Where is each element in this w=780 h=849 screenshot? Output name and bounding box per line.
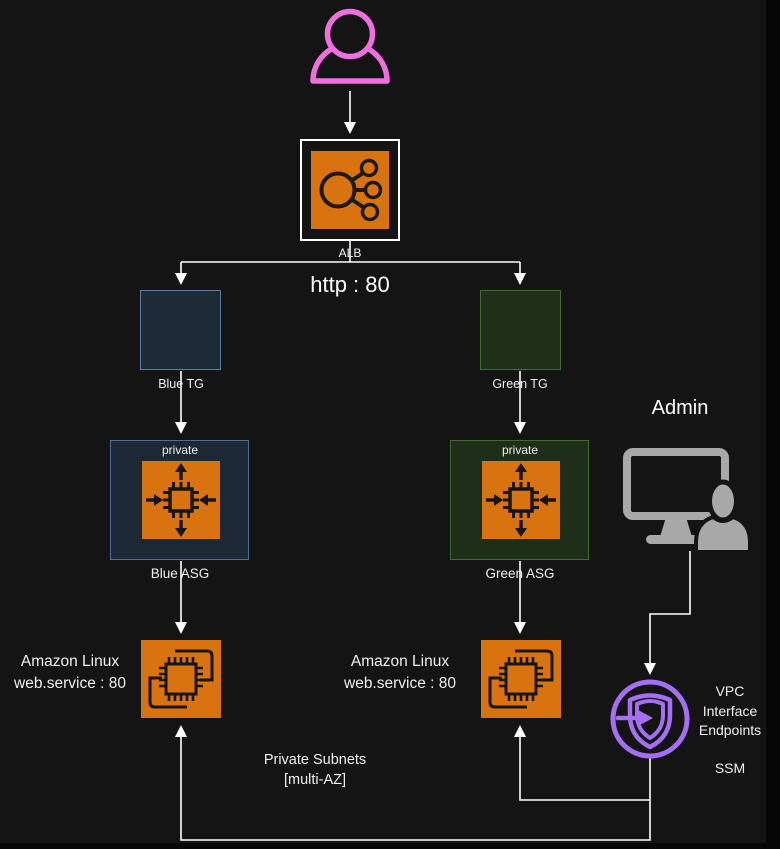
admin-workstation-icon[interactable] <box>620 445 760 560</box>
blue-asg-subnet-label: private <box>161 443 199 457</box>
blue-tg-label[interactable]: Blue TG <box>158 377 204 391</box>
vpc-endpoint-icon[interactable] <box>608 677 693 762</box>
ec2-instance-icon-blue[interactable] <box>141 640 221 718</box>
auto-scaling-icon-blue[interactable] <box>142 461 220 539</box>
private-subnets-line2: [multi-AZ] <box>283 771 347 788</box>
green-target-group-box[interactable] <box>480 290 561 370</box>
vpc-endpoint-line1: VPC <box>715 683 745 699</box>
admin-label[interactable]: Admin <box>651 397 709 419</box>
load-balancer-icon[interactable] <box>311 151 389 229</box>
green-asg-label[interactable]: Green ASG <box>485 566 555 581</box>
ec2-blue-text[interactable]: Amazon Linux web.service : 80 <box>14 651 126 695</box>
ec2-blue-line1: Amazon Linux <box>20 653 120 670</box>
green-tg-label[interactable]: Green TG <box>492 377 548 391</box>
ec2-green-line2: web.service : 80 <box>344 675 456 692</box>
blue-target-group-box[interactable] <box>140 290 221 370</box>
private-subnets-note[interactable]: Private Subnets [multi-AZ] <box>264 751 366 790</box>
private-subnets-line1: Private Subnets <box>263 752 367 768</box>
vpc-endpoint-text[interactable]: VPC Interface Endpoints <box>699 682 761 741</box>
alb-label[interactable]: ALB <box>338 246 362 260</box>
ec2-blue-line2: web.service : 80 <box>14 675 126 692</box>
ec2-green-text[interactable]: Amazon Linux web.service : 80 <box>344 651 456 695</box>
canvas-edge-bottom <box>0 843 780 849</box>
ssm-label[interactable]: SSM <box>714 760 746 776</box>
ec2-instance-icon-green[interactable] <box>481 640 561 718</box>
alb-frame-box[interactable] <box>300 139 400 241</box>
traffic-port-label[interactable]: http : 80 <box>310 272 390 297</box>
auto-scaling-icon-green[interactable] <box>482 461 560 539</box>
blue-asg-label[interactable]: Blue ASG <box>150 566 210 581</box>
user-icon[interactable] <box>310 3 390 88</box>
ec2-green-line1: Amazon Linux <box>350 653 450 670</box>
vpc-endpoint-line2: Interface <box>702 702 758 719</box>
vpc-endpoint-line3: Endpoints <box>698 722 762 738</box>
green-asg-subnet-label: private <box>501 443 539 457</box>
canvas-edge-right <box>766 0 780 849</box>
